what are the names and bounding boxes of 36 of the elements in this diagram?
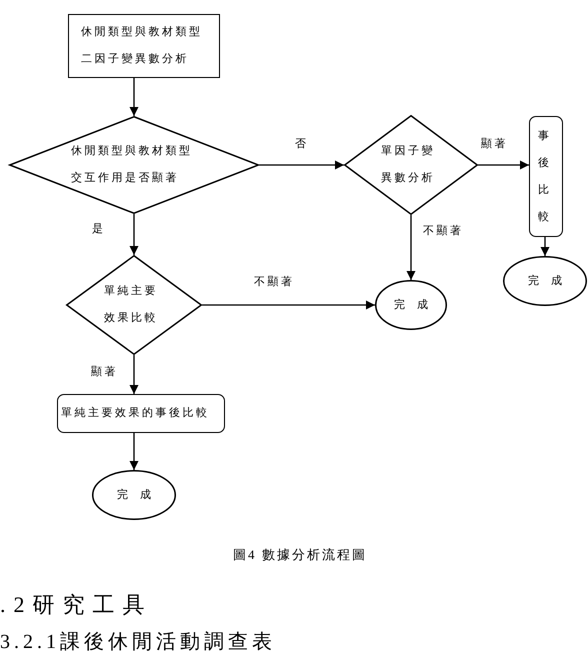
step-label: 休閒類型與教材類型二因子變異數分析 xyxy=(81,25,204,67)
subsection-heading: 3.2.1課後休閒活動調查表 xyxy=(0,630,276,654)
edge-label: 是 xyxy=(92,222,106,236)
decision-diamond xyxy=(344,115,478,215)
decision-diamond xyxy=(66,255,202,355)
decision-diamond xyxy=(9,116,259,214)
decision-label: 單純主要效果比較 xyxy=(104,284,159,326)
arrow xyxy=(130,78,138,116)
step-label: 單純主要效果的事後比較 xyxy=(61,406,210,421)
end-oval xyxy=(375,280,447,330)
end-oval xyxy=(92,470,176,520)
end-label: 完成 xyxy=(393,298,440,313)
end-label: 完成 xyxy=(116,488,163,503)
end-label: 完成 xyxy=(527,274,574,289)
arrow xyxy=(540,237,550,256)
arrow xyxy=(478,160,529,170)
edge-label: 顯著 xyxy=(481,137,508,151)
arrow xyxy=(130,355,138,394)
end-oval xyxy=(503,256,587,306)
edge-label: 不顯著 xyxy=(254,275,294,289)
decision-label: 休閒類型與教材類型交互作用是否顯著 xyxy=(71,144,194,186)
edge-label: 否 xyxy=(295,137,308,151)
arrow xyxy=(259,160,344,170)
arrow xyxy=(202,300,375,310)
figure-caption: 圖4 數據分析流程圖 xyxy=(233,547,367,563)
arrow xyxy=(130,214,138,255)
process-box xyxy=(529,116,563,237)
step-label: 事後比較 xyxy=(538,128,552,224)
arrow xyxy=(130,433,138,470)
arrow xyxy=(406,215,416,280)
decision-label: 單因子變異數分析 xyxy=(381,144,436,186)
process-box xyxy=(57,394,225,433)
section-heading: .2研究工具 xyxy=(0,592,152,618)
edge-label: 顯著 xyxy=(91,365,118,379)
edge-label: 不顯著 xyxy=(423,224,464,238)
process-box xyxy=(68,14,220,78)
